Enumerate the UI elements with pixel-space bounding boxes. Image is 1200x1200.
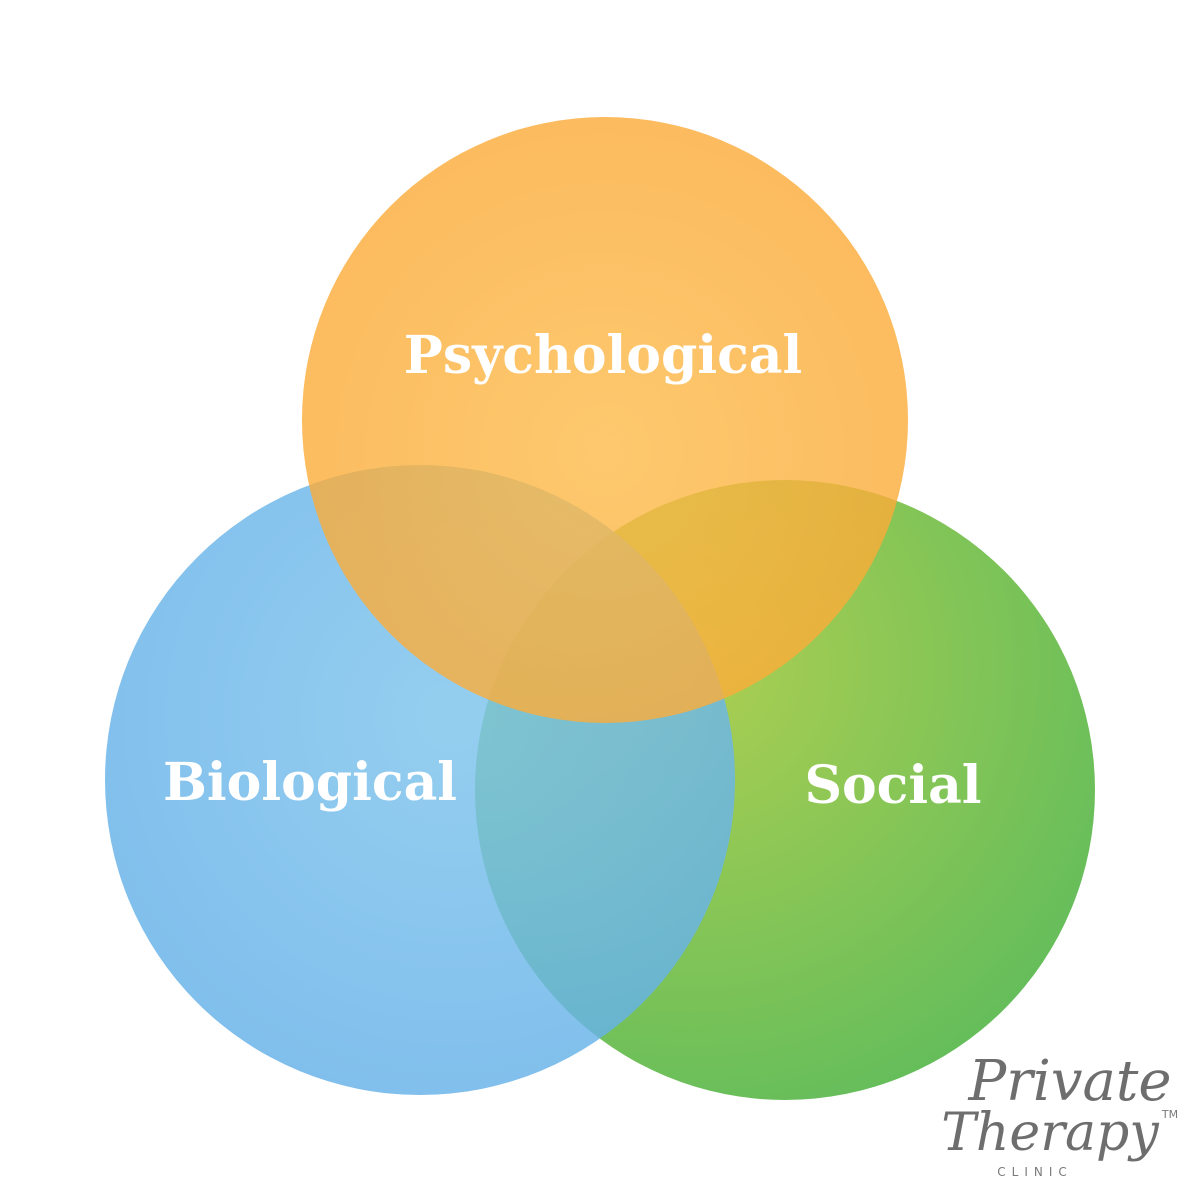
logo-trademark: TM [1161,1108,1178,1121]
biological-label: Biological [163,752,457,813]
private-therapy-clinic-logo: Private Therapy TM CLINIC [941,1049,1178,1179]
psychological-circle [302,117,908,723]
logo-line-private: Private [967,1049,1171,1114]
logo-line-clinic: CLINIC [997,1165,1073,1179]
psychological-label: Psychological [404,325,802,386]
logo-line-therapy: Therapy [941,1103,1159,1163]
social-label: Social [804,755,981,816]
